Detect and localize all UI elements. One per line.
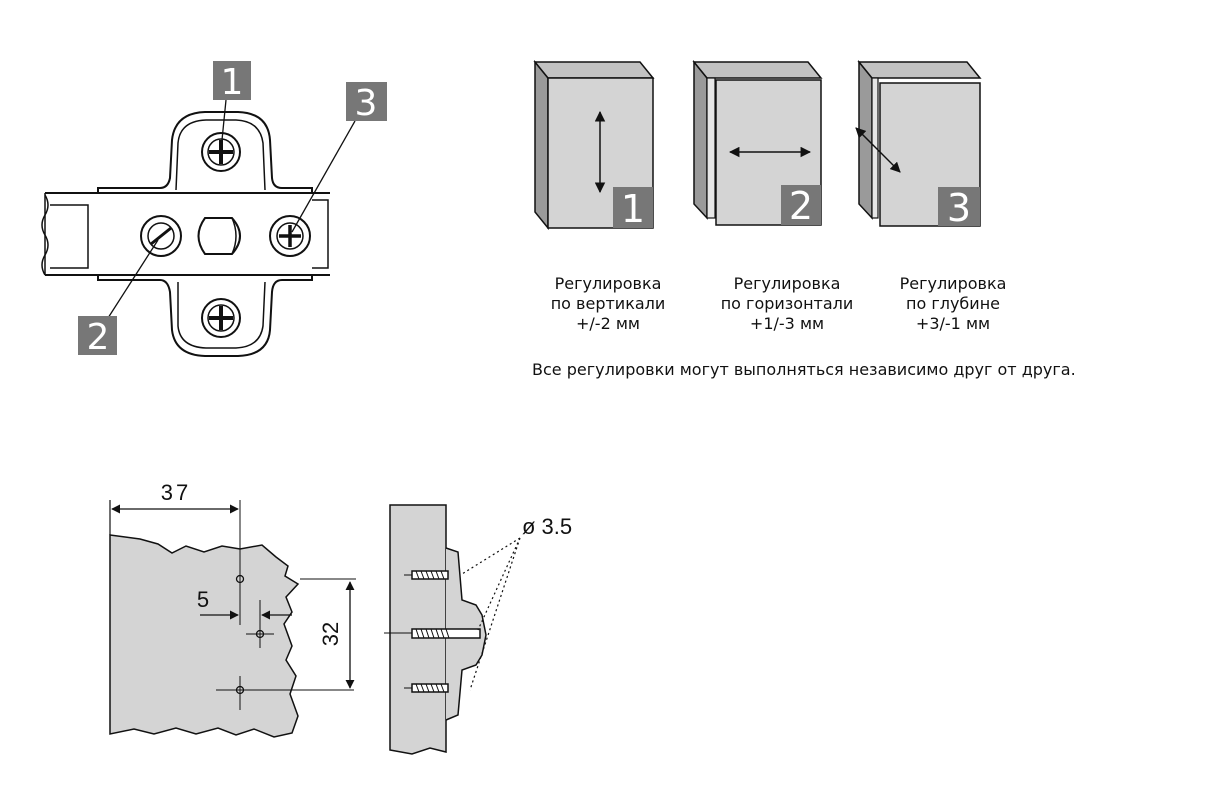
callout-badge-1: 1 bbox=[213, 61, 251, 103]
adjustment-panel-1: 1 bbox=[533, 59, 655, 231]
callout-1-label: 1 bbox=[221, 62, 244, 103]
panel-1-number: 1 bbox=[621, 187, 645, 231]
caption-3-range: +3/-1 мм bbox=[915, 314, 991, 333]
caption-adjustment-3: Регулировка по глубине +3/-1 мм bbox=[873, 274, 1033, 334]
dimension-37-label: 37 bbox=[161, 480, 191, 505]
panel-3-number: 3 bbox=[947, 186, 971, 230]
caption-adjustment-2: Регулировка по горизонтали +1/-3 мм bbox=[697, 274, 877, 334]
dimension-5-label: 5 bbox=[197, 587, 209, 612]
caption-2-range: +1/-3 мм bbox=[749, 314, 825, 333]
caption-2-direction: по горизонтали bbox=[720, 294, 854, 313]
callout-badge-2: 2 bbox=[78, 316, 117, 358]
adjustment-panel-3: 3 bbox=[855, 59, 982, 230]
caption-3-direction: по глубине bbox=[905, 294, 1000, 313]
drilling-front-view: 37 5 32 bbox=[109, 480, 356, 738]
caption-1-direction: по вертикали bbox=[550, 294, 666, 313]
caption-1-range: +/-2 мм bbox=[576, 314, 640, 333]
dimension-32-label: 32 bbox=[318, 622, 343, 646]
caption-adjustment-1: Регулировка по вертикали +/-2 мм bbox=[528, 274, 688, 334]
caption-3-title: Регулировка bbox=[899, 274, 1007, 293]
hinge-top-view bbox=[41, 99, 356, 357]
independence-note: Все регулировки могут выполняться незави… bbox=[532, 360, 1076, 379]
caption-1-title: Регулировка bbox=[554, 274, 662, 293]
adjustment-panel-2: 2 bbox=[692, 59, 823, 228]
callout-3-label: 3 bbox=[355, 83, 378, 124]
screw-diameter-label: ø 3.5 bbox=[522, 514, 572, 539]
callout-2-label: 2 bbox=[87, 317, 110, 358]
drilling-side-view: ø 3.5 bbox=[384, 504, 572, 755]
caption-2-title: Регулировка bbox=[733, 274, 841, 293]
callout-badge-3: 3 bbox=[346, 82, 387, 124]
panel-2-number: 2 bbox=[789, 184, 813, 228]
